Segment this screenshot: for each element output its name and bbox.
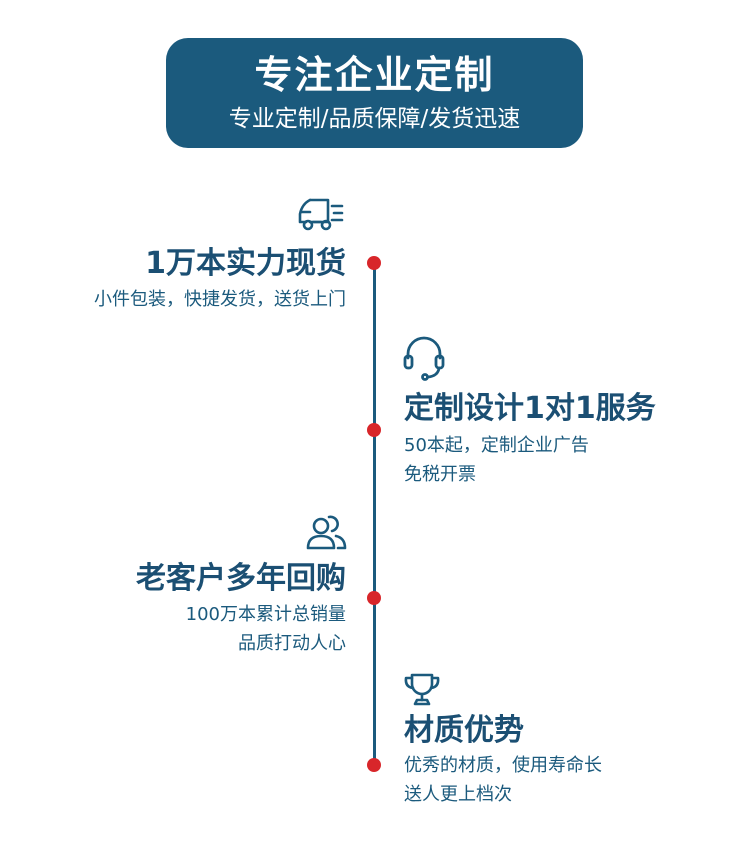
feature-desc-stock-1: 小件包装，快捷发货，送货上门 bbox=[94, 289, 346, 310]
trophy-icon bbox=[402, 672, 442, 708]
users-icon bbox=[305, 512, 347, 552]
timeline-dot bbox=[367, 256, 381, 270]
feature-title-material: 材质优势 bbox=[404, 713, 524, 748]
feature-desc-material-1: 优秀的材质，使用寿命长 bbox=[404, 755, 602, 776]
timeline-dot bbox=[367, 591, 381, 605]
banner-subtitle: 专业定制/品质保障/发货迅速 bbox=[228, 106, 521, 132]
feature-desc-design-1: 50本起，定制企业广告 bbox=[404, 435, 589, 456]
feature-desc-repurchase-2: 品质打动人心 bbox=[238, 633, 346, 654]
delivery-truck-icon bbox=[296, 194, 344, 234]
timeline-dot bbox=[367, 758, 381, 772]
feature-title-stock: 1万本实力现货 bbox=[145, 246, 346, 281]
header-banner: 专注企业定制 专业定制/品质保障/发货迅速 bbox=[166, 38, 583, 148]
feature-title-design: 定制设计1对1服务 bbox=[404, 391, 656, 426]
feature-desc-design-2: 免税开票 bbox=[404, 464, 476, 485]
feature-title-repurchase: 老客户多年回购 bbox=[136, 561, 346, 596]
timeline-line bbox=[373, 262, 376, 768]
headset-icon bbox=[402, 334, 446, 382]
timeline-dot bbox=[367, 423, 381, 437]
feature-desc-repurchase-1: 100万本累计总销量 bbox=[185, 604, 346, 625]
feature-desc-material-2: 送人更上档次 bbox=[404, 784, 512, 805]
banner-title: 专注企业定制 bbox=[254, 53, 495, 97]
